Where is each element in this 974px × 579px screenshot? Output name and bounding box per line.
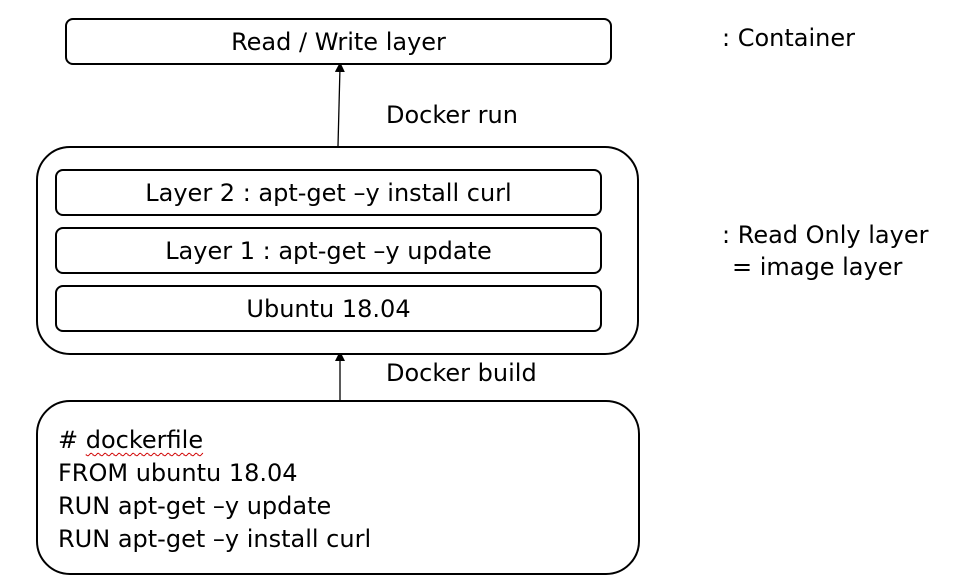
read-write-layer-label: Read / Write layer: [231, 27, 446, 56]
layer-1-box: Layer 1 : apt-get –y update: [55, 227, 602, 274]
dockerfile-line-run-install: RUN apt-get –y install curl: [58, 525, 372, 553]
dockerfile-content: # dockerfile FROM ubuntu 18.04 RUN apt-g…: [58, 424, 371, 556]
docker-run-label: Docker run: [386, 101, 518, 129]
dockerfile-box: # dockerfile FROM ubuntu 18.04 RUN apt-g…: [36, 400, 640, 575]
docker-run-arrow: [334, 62, 345, 147]
layer-1-label: Layer 1 : apt-get –y update: [165, 236, 492, 265]
dockerfile-line-run-update: RUN apt-get –y update: [58, 492, 332, 520]
read-only-layer-note: : Read Only layer: [722, 221, 929, 249]
layer-2-label: Layer 2 : apt-get –y install curl: [145, 178, 512, 207]
dockerfile-comment-prefix: #: [58, 426, 86, 454]
ubuntu-base-layer-label: Ubuntu 18.04: [246, 294, 411, 323]
dockerfile-comment-word: dockerfile: [85, 426, 204, 454]
image-layer-note: = image layer: [732, 253, 903, 281]
container-note: : Container: [722, 24, 855, 52]
ubuntu-base-layer-box: Ubuntu 18.04: [55, 285, 602, 332]
dockerfile-comment-line: # dockerfile: [58, 424, 371, 457]
docker-build-label: Docker build: [386, 359, 537, 387]
dockerfile-line-from: FROM ubuntu 18.04: [58, 459, 298, 487]
read-write-layer-box: Read / Write layer: [65, 18, 612, 65]
layer-2-box: Layer 2 : apt-get –y install curl: [55, 169, 602, 216]
